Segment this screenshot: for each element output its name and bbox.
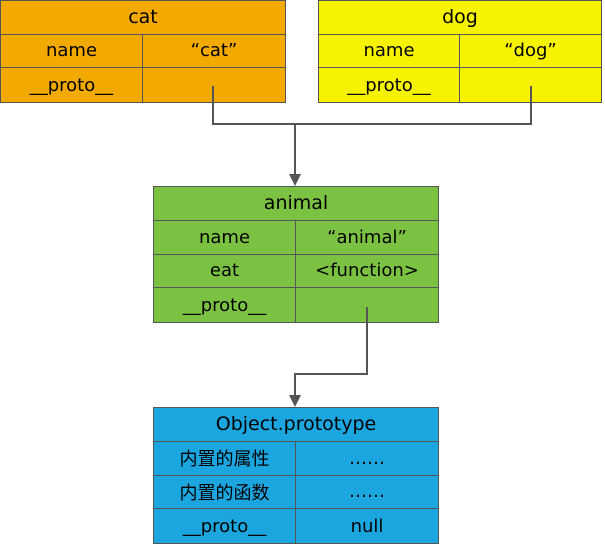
animal-title: animal <box>154 187 438 221</box>
cat-name-key: name <box>1 34 143 69</box>
object-prototype-title: Object.prototype <box>154 408 438 442</box>
dog-name-value: “dog” <box>460 35 601 69</box>
builtin-properties-value: …… <box>296 442 438 476</box>
cat-proto-value <box>143 68 285 102</box>
animal-arrow-head <box>289 174 301 186</box>
dog-proto-value <box>460 68 601 102</box>
animal-object-box: animal name “animal” eat <function> __pr… <box>153 186 439 323</box>
animal-name-key: name <box>154 220 296 255</box>
dog-proto-key: __proto__ <box>319 68 460 102</box>
dog-title: dog <box>319 1 601 35</box>
cat-object-box: cat name “cat” __proto__ <box>0 0 286 103</box>
animal-eat-value: <function> <box>296 255 438 289</box>
object-prototype-arrow-head <box>289 395 301 407</box>
builtin-functions-key: 内置的函数 <box>154 475 296 510</box>
cat-name-value: “cat” <box>143 35 285 69</box>
animal-proto-value <box>296 288 438 322</box>
cat-proto-key: __proto__ <box>1 68 143 102</box>
dog-name-key: name <box>319 34 460 69</box>
object-prototype-proto-key: __proto__ <box>154 509 296 543</box>
object-prototype-proto-value: null <box>350 515 384 537</box>
cat-title: cat <box>1 1 285 35</box>
builtin-properties-key: 内置的属性 <box>154 441 296 476</box>
dog-object-box: dog name “dog” __proto__ <box>318 0 602 103</box>
animal-proto-key: __proto__ <box>154 288 296 322</box>
animal-eat-key: eat <box>154 254 296 289</box>
object-prototype-box: Object.prototype 内置的属性 …… 内置的函数 …… __pro… <box>153 407 439 544</box>
builtin-functions-value: …… <box>296 476 438 510</box>
animal-name-value: “animal” <box>296 221 438 255</box>
